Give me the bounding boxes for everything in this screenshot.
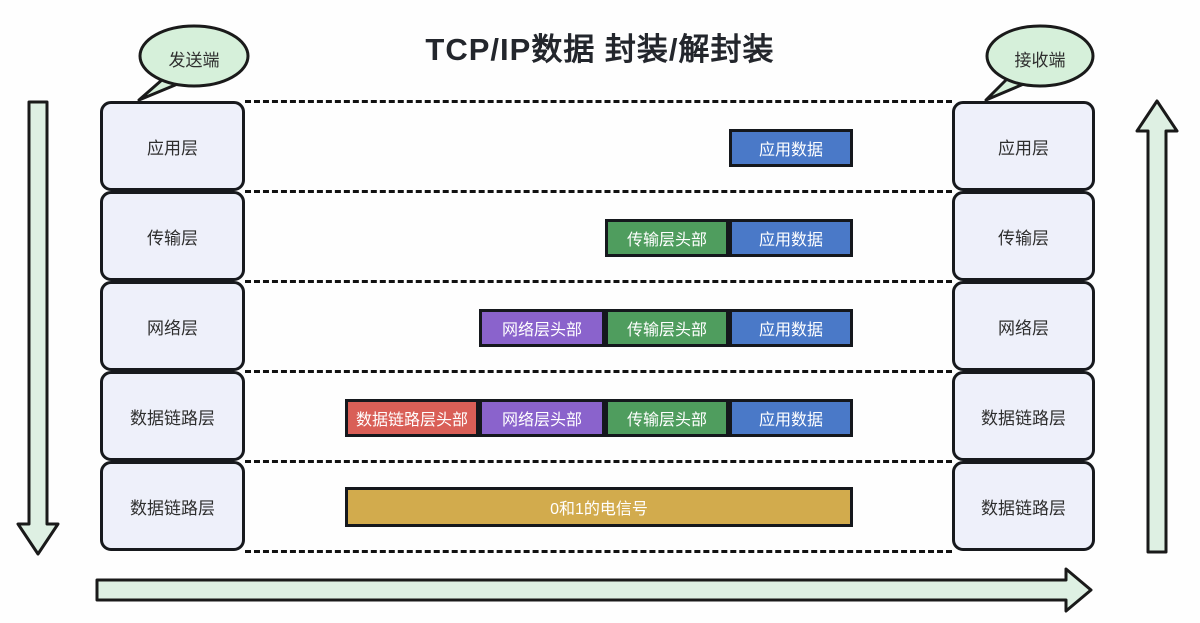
receiver-layer-datalink: 数据链路层 [952,371,1095,461]
sender-layer-transport: 传输层 [100,191,245,281]
receiver-label: 接收端 [1014,51,1066,70]
diagram-title: TCP/IP数据 封装/解封装 [425,32,775,67]
sender-label: 发送端 [168,51,220,70]
segment-datalink-header: 数据链路层头部 [345,399,479,437]
receiver-layer-physical: 数据链路层 [952,461,1095,551]
dashed-line [245,460,952,463]
dashed-line [245,100,952,103]
segment-transport-header: 传输层头部 [605,309,729,347]
segment-transport-header: 传输层头部 [605,219,729,257]
receiver-layer-application: 应用层 [952,101,1095,191]
transmission-right-arrow-icon [95,567,1093,613]
dashed-line [245,370,952,373]
sender-speech-bubble [137,24,250,102]
segment-app-data: 应用数据 [729,399,853,437]
segment-app-data: 应用数据 [729,129,853,167]
receiver-speech-bubble [984,24,1095,102]
sender-layer-physical: 数据链路层 [100,461,245,551]
sender-layer-application: 应用层 [100,101,245,191]
send-direction-down-arrow-icon [16,100,60,556]
dashed-line [245,550,952,553]
segment-network-header: 网络层头部 [479,399,605,437]
dashed-line [245,190,952,193]
sender-layer-datalink: 数据链路层 [100,371,245,461]
segment-transport-header: 传输层头部 [605,399,729,437]
dashed-line [245,280,952,283]
receiver-layer-transport: 传输层 [952,191,1095,281]
receive-direction-up-arrow-icon [1135,99,1179,554]
sender-layer-network: 网络层 [100,281,245,371]
segment-app-data: 应用数据 [729,309,853,347]
segment-electrical-signal: 0和1的电信号 [345,487,853,527]
receiver-layer-network: 网络层 [952,281,1095,371]
segment-network-header: 网络层头部 [479,309,605,347]
segment-app-data: 应用数据 [729,219,853,257]
